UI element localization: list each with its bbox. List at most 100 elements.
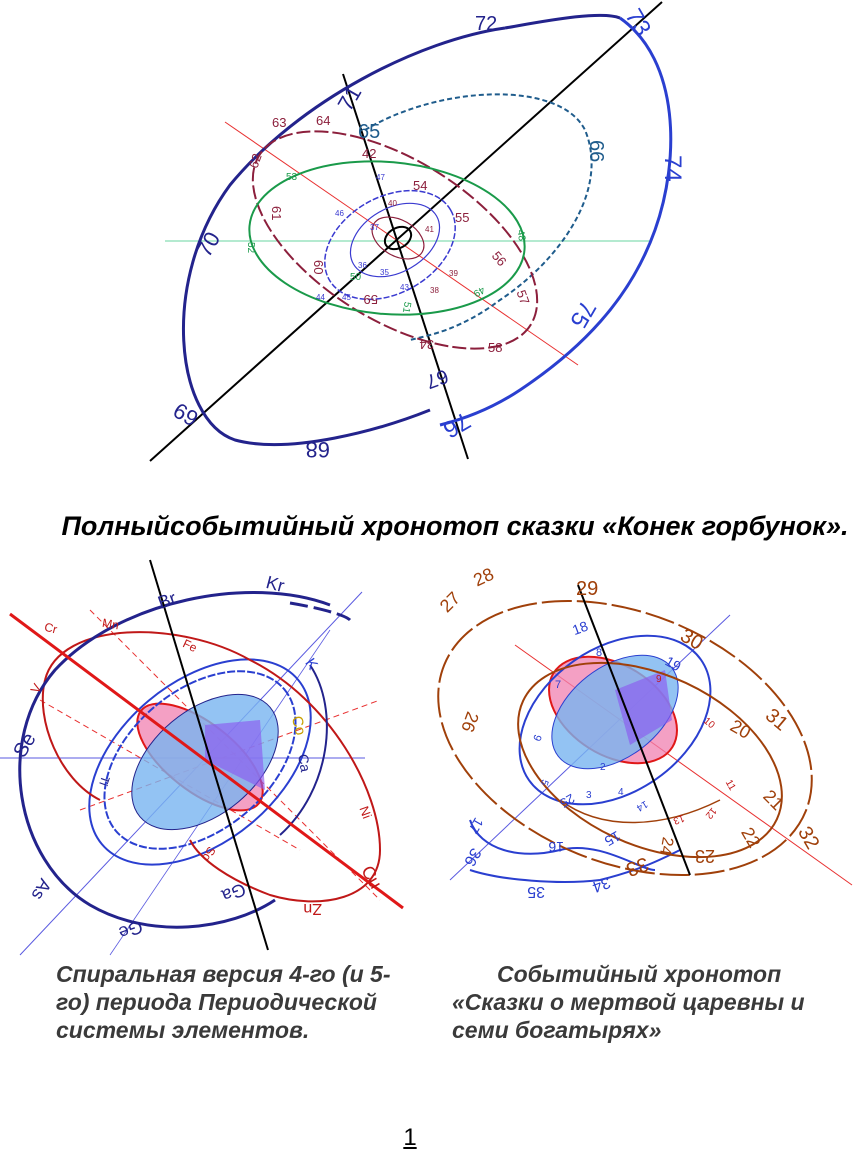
ring-d3-blue-1	[518, 634, 712, 806]
axis-d2-red	[9, 612, 404, 910]
d3-label: 5	[538, 778, 550, 787]
d3-label: 17	[465, 815, 487, 837]
d1-label: 37	[370, 223, 379, 232]
element-label: Ti	[96, 774, 112, 788]
d3-label: 23	[695, 846, 715, 866]
shape-d3-violet	[615, 670, 672, 745]
d3-label: 13	[671, 812, 686, 826]
ring-center	[383, 225, 413, 251]
d1-label: 46	[335, 209, 344, 218]
d1-label: 56	[489, 248, 510, 269]
axis-red-diagonal	[224, 121, 579, 366]
page-title: Полныйсобытийный хронотоп сказки «Конек …	[61, 511, 849, 541]
d1-label: 42	[362, 146, 376, 161]
element-label: Co	[288, 714, 309, 737]
d3-label: 4	[618, 787, 624, 798]
d3-label: 16	[548, 839, 564, 855]
d1-label: 53	[286, 172, 298, 183]
d1-label: 74	[659, 155, 686, 182]
page-number: 1	[403, 1124, 417, 1151]
d1-label: 60	[311, 260, 326, 274]
ring-outer-top	[504, 13, 621, 30]
d3-label: 30	[676, 625, 706, 655]
d3-label: 28	[470, 564, 497, 591]
d3-label: 22	[737, 824, 764, 851]
d1-label: 72	[475, 13, 497, 35]
element-label: Sc	[199, 844, 218, 863]
ring-outer-navy	[182, 26, 506, 447]
ring-d2-navy-inner	[279, 664, 328, 836]
d1-label: 51	[400, 301, 413, 314]
ring-d2-navy-outer	[18, 591, 331, 929]
element-label: Fe	[181, 636, 200, 655]
d1-label: 62	[246, 152, 265, 171]
d3-label: 9	[656, 674, 662, 685]
diagram-periodic-spiral: Br Kr Cr Mn Fe V K Co Ca Se Ni Cu Zn Ga …	[0, 559, 404, 956]
d1-label: 68	[306, 437, 330, 462]
ring-maroon	[251, 130, 539, 350]
d1-label: 49	[471, 284, 487, 299]
d1-label: 66	[585, 140, 607, 162]
guide-red-dashed-3	[79, 699, 381, 811]
d3-label: 24	[656, 836, 676, 857]
ring-inner-blue-2	[349, 202, 441, 278]
d3-label: 2	[600, 762, 606, 773]
d1-label: 64	[316, 113, 330, 128]
d3-label: 7	[555, 679, 561, 691]
d3-label: 35	[527, 883, 545, 900]
axis-d2-black	[149, 559, 269, 951]
d1-label: 35	[380, 268, 389, 277]
d3-label: 3	[586, 790, 592, 801]
diagram-tale-chronotope: 27 28 29 30 31 32 26 20 21 22 23 24 33 3…	[436, 564, 853, 900]
d3-label: 18	[570, 618, 590, 638]
d3-label: 29	[576, 578, 598, 600]
d3-label: 34	[590, 873, 613, 895]
ring-d3-blue-2	[469, 819, 656, 871]
element-label: Kr	[264, 572, 287, 596]
d1-label: 63	[272, 115, 286, 130]
d1-label: 45	[342, 293, 351, 302]
d1-label: 55	[455, 210, 469, 225]
ring-d3-brown-small	[559, 799, 721, 824]
d1-label: 67	[423, 364, 451, 392]
ring-d2-red-left	[41, 679, 101, 801]
d1-label: 50	[350, 272, 362, 283]
d1-label: 61	[269, 206, 284, 220]
d1-label: 36	[358, 261, 367, 270]
ring-d2-red	[44, 631, 382, 903]
ring-d3-blue-3	[469, 849, 681, 883]
d3-label: 15	[602, 828, 624, 850]
ring-d2-blue-2	[88, 658, 312, 866]
element-label: Ca	[295, 753, 314, 774]
d3-label: 6	[532, 733, 545, 743]
element-label: Ga	[218, 879, 248, 906]
ring-green	[248, 160, 526, 316]
d1-label: 48	[514, 229, 527, 242]
d1-label: 58	[488, 340, 502, 355]
d3-label: 21	[759, 786, 787, 814]
element-label: Mn	[101, 616, 120, 633]
d3-label: 36	[460, 845, 484, 869]
element-label: Cr	[43, 620, 59, 637]
shape-light-blue	[131, 693, 279, 831]
axis-main-diagonal	[149, 1, 663, 462]
element-label: Ni	[356, 804, 374, 821]
element-label: Br	[155, 588, 179, 613]
element-label: K	[301, 655, 321, 673]
d3-label: 14	[634, 798, 650, 813]
ring-d2-blue-1	[103, 670, 297, 850]
diagram-full-chronotope: 72 73 74 75 76 71 70 69 68 67 66 65 64 6…	[149, 1, 686, 462]
ring-outer-blue	[439, 16, 673, 427]
d3-label: 10	[701, 716, 717, 732]
d1-label: 44	[316, 293, 325, 302]
ring-inner-blue-1	[324, 189, 456, 301]
d1-label: 76	[438, 406, 475, 443]
d1-label: 34	[420, 337, 434, 352]
axis-d3-black	[577, 584, 691, 876]
ring-d3-brown-inner	[517, 661, 783, 859]
d1-label: 38	[430, 286, 439, 295]
d1-label: 41	[425, 225, 434, 234]
d3-label: 27	[436, 588, 464, 616]
d3-label: 19	[662, 653, 684, 675]
